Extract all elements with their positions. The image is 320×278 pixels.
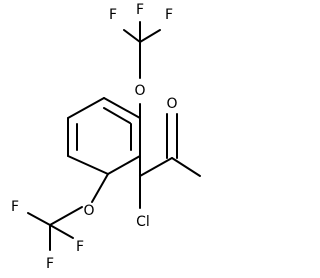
side-chain [139,113,201,209]
atom-o-top: O [134,83,145,99]
bond-cf3-f-left-upper [123,29,141,43]
ring-bond-5 [67,97,105,119]
ring-bond-2 [107,155,141,175]
atom-cl: Cl [136,214,150,230]
atom-f-top-left: F [109,7,117,23]
bond-ring-to-o-lower [91,173,109,203]
bond-chc-to-carbonyl [139,157,173,177]
atom-f-top-right: F [165,7,173,23]
bond-cf3-f-right-upper [139,29,161,43]
atom-o-ketone: O [166,96,177,112]
atom-f-bottom-mid: F [46,256,54,272]
ring-bond-6 [103,97,141,119]
atom-o-bottom: O [83,203,94,219]
ring-bond-3 [67,155,109,175]
atom-f-bottom-right: F [76,239,84,255]
lower-trifluoromethoxy-group [27,173,109,251]
benzene-ring [67,97,141,175]
bond-cf3-f-right-lower [49,224,74,239]
ring-double-bond-inner-c [103,107,131,124]
bond-carbonyl-to-methyl [171,157,201,177]
bond-cf3-f-left-lower [27,212,51,226]
atom-f-bottom-left: F [11,199,19,215]
bond-o-to-cf3-lower [49,206,83,226]
upper-trifluoromethoxy-group [123,21,161,119]
atom-f-top-mid: F [136,2,144,18]
chemical-structure: F F F O O Cl O F F F [11,2,201,272]
